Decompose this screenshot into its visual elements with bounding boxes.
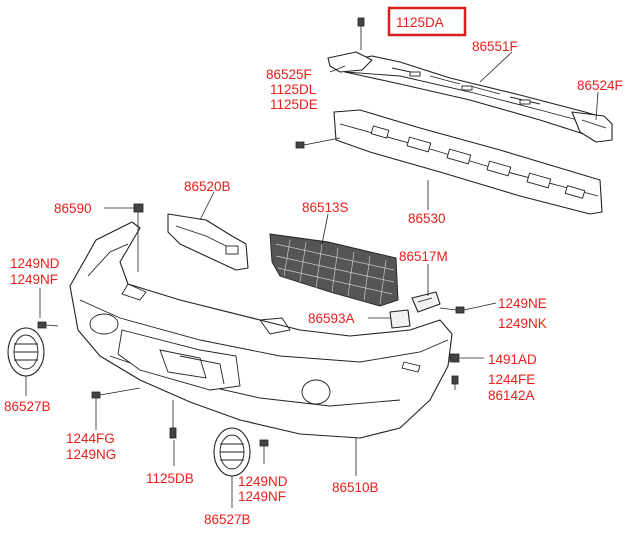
label-86510B[interactable]: 86510B <box>332 480 379 495</box>
label-86524F[interactable]: 86524F <box>577 78 623 93</box>
side-bracket-86520B[interactable] <box>167 213 249 271</box>
label-1249NK[interactable]: 1249NK <box>498 316 547 331</box>
label-1491AD[interactable]: 1491AD <box>488 352 537 367</box>
screw-1249NE-icon[interactable] <box>439 306 465 314</box>
label-86517M[interactable]: 86517M <box>399 249 448 264</box>
label-86590[interactable]: 86590 <box>54 201 92 216</box>
clip-86590-icon[interactable] <box>133 203 144 272</box>
nut-1491AD-icon[interactable] <box>449 353 460 363</box>
label-86593A[interactable]: 86593A <box>308 311 355 326</box>
clip-86593A[interactable] <box>389 309 411 329</box>
label-1249NG[interactable]: 1249NG <box>66 447 116 462</box>
label-1125DE[interactable]: 1125DE <box>270 97 318 112</box>
screw-1249ND-right-icon[interactable] <box>259 439 269 464</box>
label-1125DB[interactable]: 1125DB <box>146 471 194 486</box>
trim-86517M[interactable] <box>411 291 441 313</box>
bolt-1244FE-icon[interactable] <box>451 375 459 390</box>
label-1249ND-left[interactable]: 1249ND <box>10 256 60 271</box>
label-86527B-right[interactable]: 86527B <box>204 512 251 527</box>
bolt-1125DA-icon[interactable] <box>357 17 365 50</box>
fog-cover-left-86527B[interactable] <box>7 327 45 377</box>
label-86525F[interactable]: 86525F <box>266 67 312 82</box>
fog-cover-right-86527B[interactable] <box>213 427 251 477</box>
label-86513S[interactable]: 86513S <box>302 200 349 215</box>
screw-1249ND-left-icon[interactable] <box>37 321 59 329</box>
bracket-86524F[interactable] <box>571 111 613 143</box>
bracket-86525F[interactable] <box>327 51 373 73</box>
label-86551F[interactable]: 86551F <box>472 39 518 54</box>
label-1125DA[interactable]: 1125DA <box>396 15 444 30</box>
grille-86513S[interactable] <box>269 233 399 307</box>
screw-1244FG-icon[interactable] <box>91 387 141 399</box>
label-1249NF-left[interactable]: 1249NF <box>10 272 58 287</box>
bolt-1125DE-icon[interactable] <box>295 137 341 149</box>
bumper-rail-86551F[interactable] <box>339 55 609 137</box>
label-86142A[interactable]: 86142A <box>488 388 535 403</box>
label-1244FE[interactable]: 1244FE <box>488 372 535 387</box>
bumper-cover-86510B[interactable] <box>69 221 453 439</box>
label-86530[interactable]: 86530 <box>408 211 446 226</box>
label-1125DL[interactable]: 1125DL <box>270 82 317 97</box>
label-1249NE[interactable]: 1249NE <box>498 296 547 311</box>
label-86520B[interactable]: 86520B <box>184 179 231 194</box>
label-86527B-left[interactable]: 86527B <box>4 399 51 414</box>
bolt-1125DB-icon[interactable] <box>169 400 177 439</box>
label-1249NF-right[interactable]: 1249NF <box>238 489 286 504</box>
highlight-box <box>387 6 467 37</box>
label-1249ND-right[interactable]: 1249ND <box>238 474 288 489</box>
energy-absorber-86530[interactable] <box>333 109 603 215</box>
label-1244FG[interactable]: 1244FG <box>66 431 115 446</box>
leader-lines <box>25 51 599 508</box>
